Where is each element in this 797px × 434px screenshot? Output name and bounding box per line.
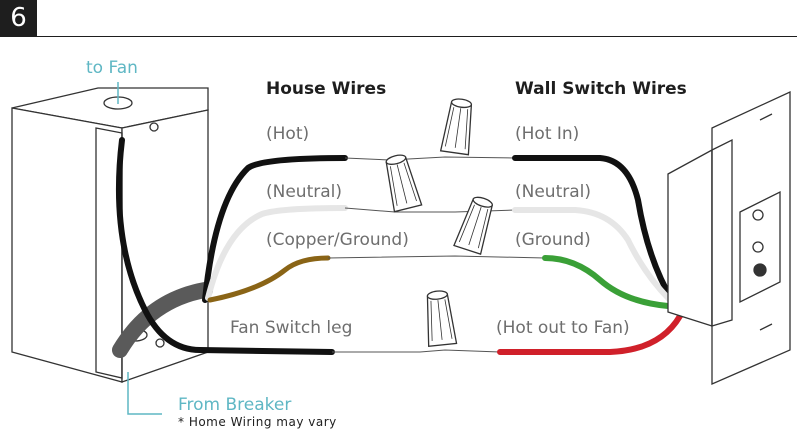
from-breaker-callout-line — [127, 372, 162, 415]
wire-nut-neutral — [385, 154, 423, 213]
step-number-badge: 6 — [0, 0, 37, 37]
wire-nut-ground — [453, 196, 494, 255]
ground-label: (Ground) — [515, 230, 591, 250]
fan-switch-leg-label: Fan Switch leg — [230, 318, 353, 338]
hot-label: (Hot) — [266, 124, 310, 144]
house-neutral-wire — [205, 205, 348, 301]
from-breaker-label: From Breaker — [178, 395, 292, 415]
wall-switch-wires-heading: Wall Switch Wires — [515, 79, 687, 99]
wire-nut-fan-leg — [426, 290, 458, 348]
home-wiring-note: * Home Wiring may vary — [178, 415, 337, 429]
breaker-cable-sheath — [112, 282, 213, 358]
fan-switch-leg-wire — [197, 347, 335, 355]
house-copper-wire — [207, 255, 331, 303]
black-wire-to-fan — [115, 137, 203, 353]
switch-neutral-wire — [512, 207, 673, 303]
house-hot-wire — [202, 155, 348, 303]
copper-ground-label: (Copper/Ground) — [266, 230, 409, 250]
neutral-left-label: (Neutral) — [266, 182, 343, 202]
neutral-right-label: (Neutral) — [515, 182, 592, 202]
switch-hot-in-wire — [512, 155, 675, 303]
switch-hot-out-wire — [497, 313, 683, 355]
to-fan-label: to Fan — [86, 58, 138, 78]
wall-switch — [667, 90, 791, 385]
wire-nut-hot — [439, 98, 473, 156]
house-wires-heading: House Wires — [266, 79, 387, 99]
hot-out-to-fan-label: (Hot out to Fan) — [496, 318, 630, 338]
switch-ground-wire — [542, 255, 671, 309]
junction-box — [11, 87, 209, 383]
hot-in-label: (Hot In) — [515, 124, 580, 144]
header-divider — [37, 36, 797, 37]
